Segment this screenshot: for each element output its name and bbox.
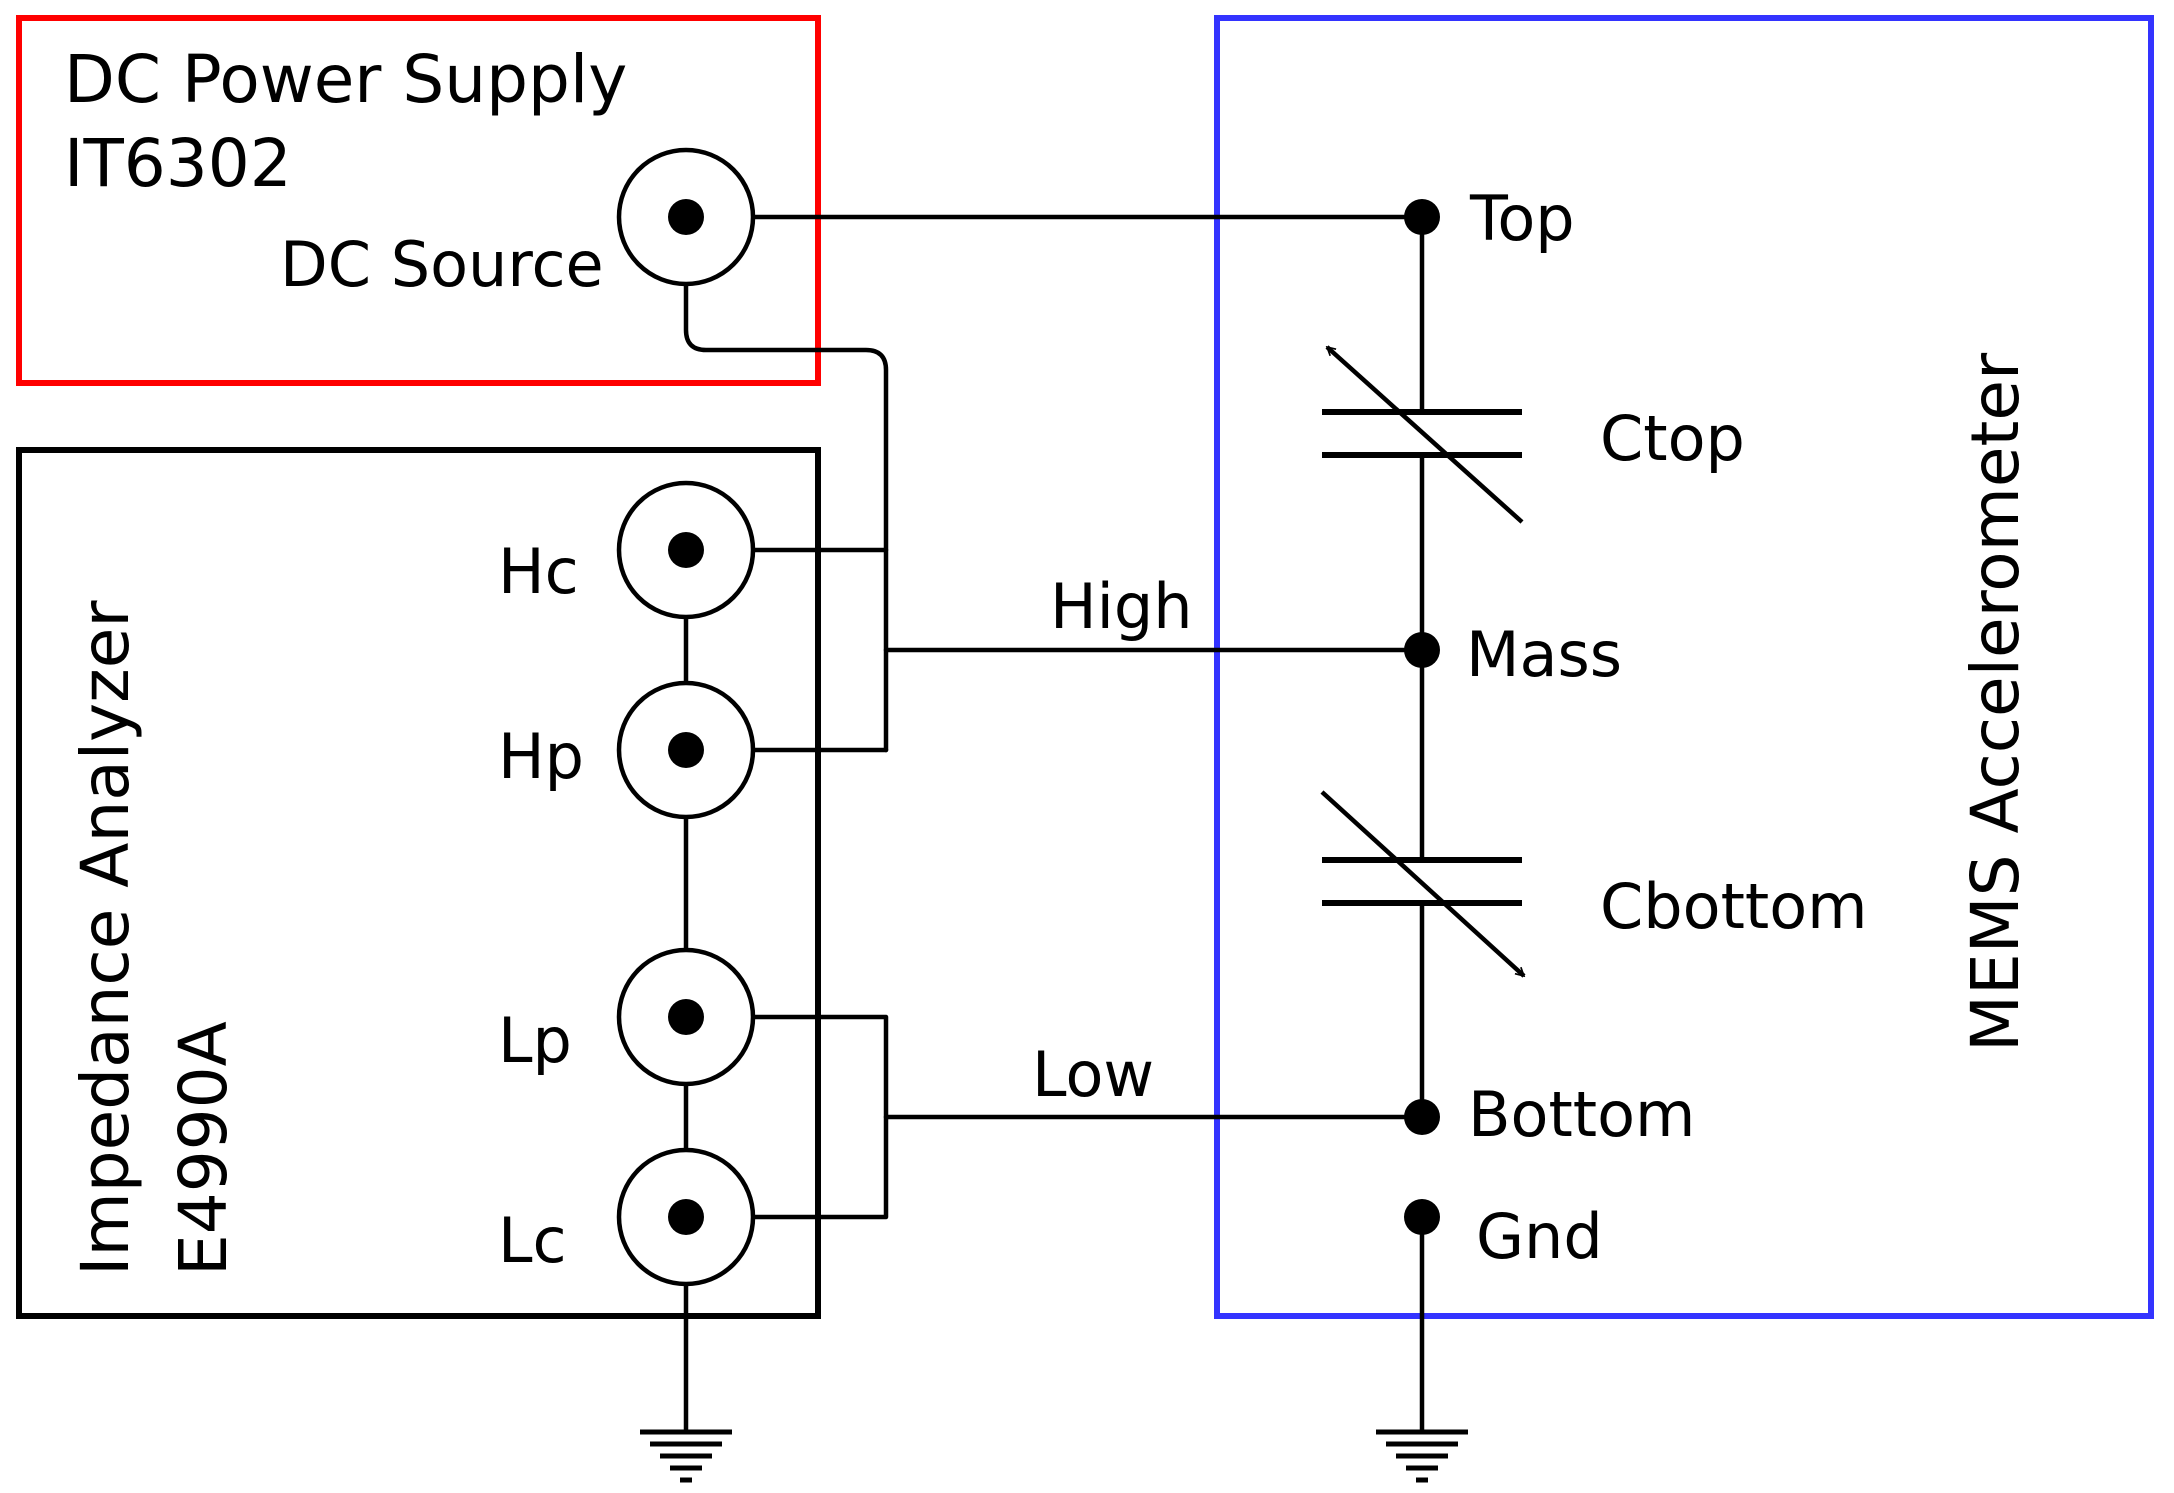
dc-source-label: DC Source <box>280 228 604 301</box>
hp-connector-icon <box>616 680 756 820</box>
lc-port-label: Lc <box>498 1204 567 1277</box>
low-wire-label: Low <box>1032 1038 1154 1111</box>
hp-port-label: Hp <box>498 720 584 793</box>
node-mass-dot <box>1404 632 1440 668</box>
power-supply-box <box>16 15 821 386</box>
lp-connector-icon <box>616 947 756 1087</box>
ground-icon-mems <box>1376 1429 1468 1483</box>
power-supply-title-line1: DC Power Supply <box>64 41 627 118</box>
node-gnd-dot <box>1404 1199 1440 1235</box>
lp-port-label: Lp <box>498 1004 572 1077</box>
power-supply-title-line2: IT6302 <box>64 125 292 202</box>
node-top-dot <box>1404 199 1440 235</box>
mems-accelerometer-box <box>1214 15 2154 1319</box>
wire-dc-return <box>683 283 889 753</box>
ctop-label: Ctop <box>1600 402 1745 475</box>
ground-icon-analyzer <box>640 1429 732 1483</box>
hc-connector-icon <box>616 480 756 620</box>
node-bottom-dot <box>1404 1099 1440 1135</box>
node-top-label: Top <box>1469 182 1575 255</box>
node-gnd-label: Gnd <box>1476 1200 1603 1273</box>
ctop-capacitor-icon <box>1322 345 1524 524</box>
cbottom-label: Cbottom <box>1600 870 1868 943</box>
high-wire-label: High <box>1050 570 1193 643</box>
mems-title: MEMS Accelerometer <box>1957 352 2034 1052</box>
lc-connector-icon <box>616 1147 756 1287</box>
cbottom-capacitor-icon <box>1320 790 1526 978</box>
analyzer-title-line1: Impedance Analyzer <box>67 600 144 1276</box>
node-bottom-label: Bottom <box>1468 1078 1695 1151</box>
hc-port-label: Hc <box>498 535 579 608</box>
node-mass-label: Mass <box>1466 618 1622 691</box>
impedance-analyzer-box <box>16 447 821 1319</box>
analyzer-title-line2: E4990A <box>165 1021 242 1276</box>
dc-source-connector-icon <box>616 147 756 287</box>
